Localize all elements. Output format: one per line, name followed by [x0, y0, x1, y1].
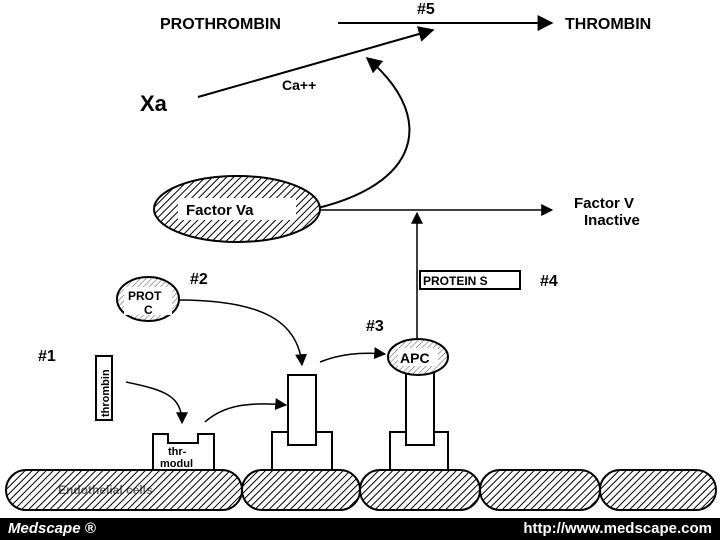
calcium-label: Ca++: [282, 77, 316, 93]
protein-c-to-receptor-arrow: [177, 299, 308, 367]
apc-receptor-stalk: [405, 367, 435, 446]
thrombin-block-label: thrombin: [100, 369, 112, 417]
thrmodul-label-bottom: modul: [160, 458, 193, 470]
apc-label: APC: [400, 350, 430, 366]
step-4-label: #4: [540, 273, 558, 290]
thrombin-to-thrmodul-arrow: [125, 381, 188, 425]
protein-c-label-top: PROT: [128, 289, 162, 303]
factor-va-to-reaction-arrow: [317, 56, 411, 209]
step-1-label: #1: [38, 348, 56, 365]
medscape-brand: Medscape ®: [8, 520, 96, 537]
endothelial-cells-label: Endothelial cells: [58, 483, 153, 497]
step-5-label: #5: [417, 1, 435, 18]
endothelial-cell-layer: [5, 469, 717, 511]
endothelial-cell: [359, 469, 481, 511]
thrmodul-to-receptor-arrow: [204, 398, 288, 423]
protein-s-label: PROTEIN S: [423, 274, 488, 288]
factor-va-label: Factor Va: [186, 202, 254, 219]
step-3-label: #3: [366, 318, 384, 335]
prothrombin-label: PROTHROMBIN: [160, 16, 281, 33]
thrombin-label: THROMBIN: [565, 16, 651, 33]
footer-bar: Medscape ® http://www.medscape.com: [0, 518, 720, 540]
endothelial-cell: [241, 469, 361, 511]
protein-c-label-bottom: C: [144, 303, 153, 317]
receptor-to-apc-arrow: [319, 347, 387, 363]
xa-label: Xa: [140, 91, 168, 116]
thrmodul-label-top: thr-: [168, 446, 187, 458]
inactive-label: Inactive: [584, 212, 640, 229]
protein-s-box: [419, 270, 521, 290]
endothelial-cell: [599, 469, 717, 511]
step-2-label: #2: [190, 271, 208, 288]
medscape-url[interactable]: http://www.medscape.com: [523, 520, 712, 537]
thrombomodulin-receptor: [152, 433, 215, 473]
endothelial-cell: [479, 469, 601, 511]
thrombin-block: [95, 355, 113, 421]
factor-v-label: Factor V: [574, 195, 634, 212]
xa-arrow: [197, 26, 435, 98]
protein-c-receptor-stalk: [287, 374, 317, 446]
